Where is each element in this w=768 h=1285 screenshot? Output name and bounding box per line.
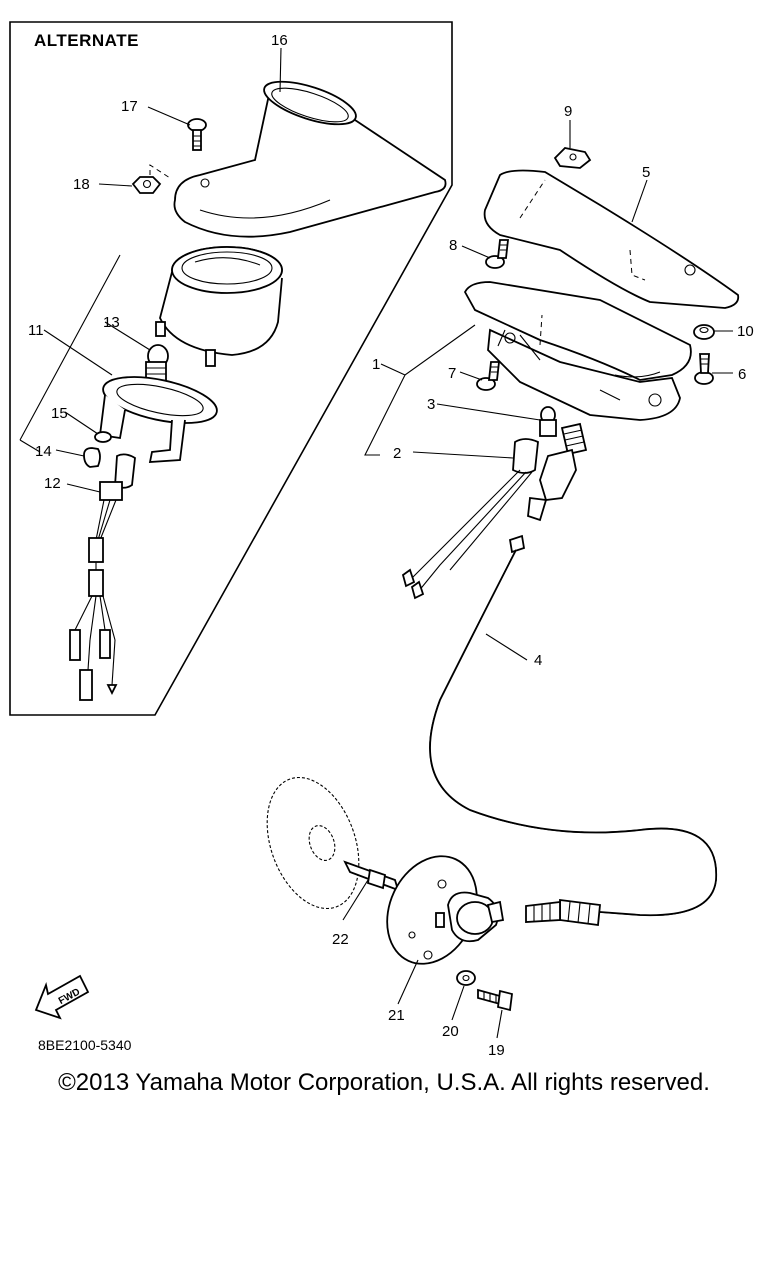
- callout-18: 18: [73, 176, 90, 193]
- part-14-grommet: [83, 447, 101, 468]
- alternate-title: ALTERNATE: [34, 31, 139, 50]
- callout-8: 8: [449, 237, 457, 254]
- callout-1: 1: [372, 356, 380, 373]
- callout-10: 10: [737, 323, 754, 340]
- callout-2: 2: [393, 445, 401, 462]
- part-2-socket-wires: [401, 438, 539, 600]
- part-16-visor: [173, 80, 447, 238]
- part-5-meter-cover: [483, 169, 740, 309]
- part-12-wire-harness: [69, 453, 136, 701]
- callout-3: 3: [427, 396, 435, 413]
- part-7-screw: [476, 361, 501, 391]
- callout-20: 20: [442, 1023, 459, 1040]
- fwd-arrow-icon: FWD: [34, 974, 90, 1020]
- part-6-bolt: [694, 353, 714, 385]
- part-3-bulb: [539, 406, 557, 437]
- part-4-speedometer-cable: [429, 422, 717, 927]
- alternate-panel-border: [9, 21, 453, 716]
- part-10-grommet: [693, 324, 715, 340]
- part-21-gear-unit: [386, 855, 505, 965]
- part-22-drive-key: [343, 860, 400, 892]
- part-13-bulb: [145, 344, 169, 383]
- part-19-bolt: [477, 988, 513, 1012]
- part-8-screw: [485, 239, 510, 269]
- callout-14: 14: [35, 443, 52, 460]
- callout-5: 5: [642, 164, 650, 181]
- callout-4: 4: [534, 652, 542, 669]
- callout-9: 9: [564, 103, 572, 120]
- callout-12: 12: [44, 475, 61, 492]
- copyright-notice: ©2013 Yamaha Motor Corporation, U.S.A. A…: [58, 1069, 710, 1096]
- diagram-code: 8BE2100-5340: [38, 1037, 132, 1053]
- callout-19: 19: [488, 1042, 505, 1059]
- meter-assembly: [463, 281, 692, 421]
- part-9-clip-nut: [553, 147, 592, 169]
- leader-lines: [43, 47, 733, 1039]
- callout-labels: 1 2 3 4 5 6 7 8 9 10 11 12 13 14 15 16 1…: [28, 32, 754, 1059]
- callout-16: 16: [271, 32, 288, 49]
- callout-15: 15: [51, 405, 68, 422]
- callout-22: 22: [332, 931, 349, 948]
- alternate-meter: [155, 246, 283, 367]
- callout-21: 21: [388, 1007, 405, 1024]
- part-18-nut: [131, 164, 171, 194]
- part-15-washer: [94, 431, 112, 443]
- part-17-screw: [187, 118, 207, 151]
- callout-11: 11: [28, 322, 44, 339]
- callout-6: 6: [738, 366, 746, 383]
- part-20-washer: [456, 970, 476, 986]
- callout-13: 13: [103, 314, 120, 331]
- part-11-bracket: [98, 376, 218, 463]
- brake-disc: [266, 776, 360, 910]
- callout-17: 17: [121, 98, 138, 115]
- callout-7: 7: [448, 365, 456, 382]
